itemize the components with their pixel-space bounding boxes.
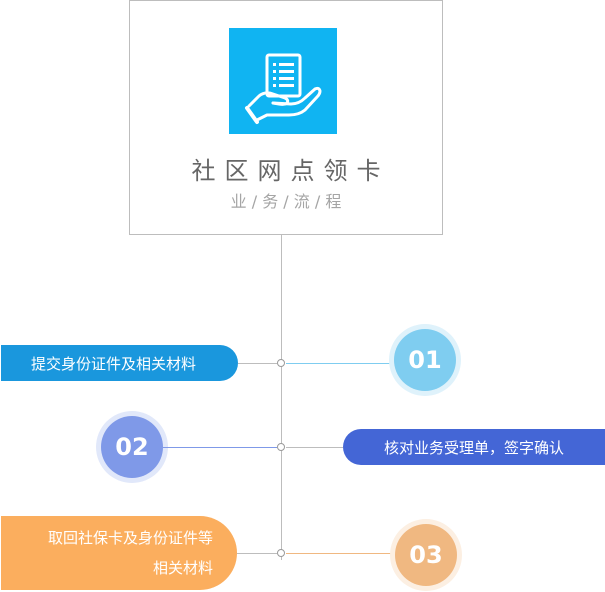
step-1-line <box>286 363 394 364</box>
step-3-line <box>286 553 395 554</box>
step-3-text-line2: 相关材料 <box>152 559 213 577</box>
step-2-line <box>163 447 277 448</box>
card-subtitle: 业 / 务 / 流 / 程 <box>230 192 342 211</box>
step-2-right-connector <box>286 447 343 448</box>
step-1-text: 提交身份证件及相关材料 <box>30 354 196 373</box>
step-2-number: 02 <box>115 433 149 461</box>
step-1-node <box>277 359 285 367</box>
step-1-badge: 01 <box>394 329 456 391</box>
timeline-spine <box>281 235 282 560</box>
step-2-badge: 02 <box>101 416 163 478</box>
step-3-number: 03 <box>409 541 443 569</box>
step-2-text: 核对业务受理单，签字确认 <box>383 438 564 457</box>
logo-box <box>229 28 337 134</box>
step-3-node <box>277 549 285 557</box>
step-1-left-connector <box>238 363 277 364</box>
header-card: 社区网点领卡 业 / 务 / 流 / 程 <box>129 0 443 235</box>
step-2-node <box>277 443 285 451</box>
step-3-text-line1: 取回社保卡及身份证件等 <box>47 529 213 547</box>
card-title: 社区网点领卡 <box>191 157 390 185</box>
step-2-pill: 核对业务受理单，签字确认 <box>343 429 605 465</box>
step-1-pill: 提交身份证件及相关材料 <box>1 345 238 381</box>
step-3-badge: 03 <box>395 524 457 586</box>
hand-holding-document-icon <box>245 53 322 124</box>
step-3-pill: 取回社保卡及身份证件等 相关材料 <box>1 516 237 590</box>
step-1-number: 01 <box>408 346 442 374</box>
step-3-left-connector <box>237 553 277 554</box>
